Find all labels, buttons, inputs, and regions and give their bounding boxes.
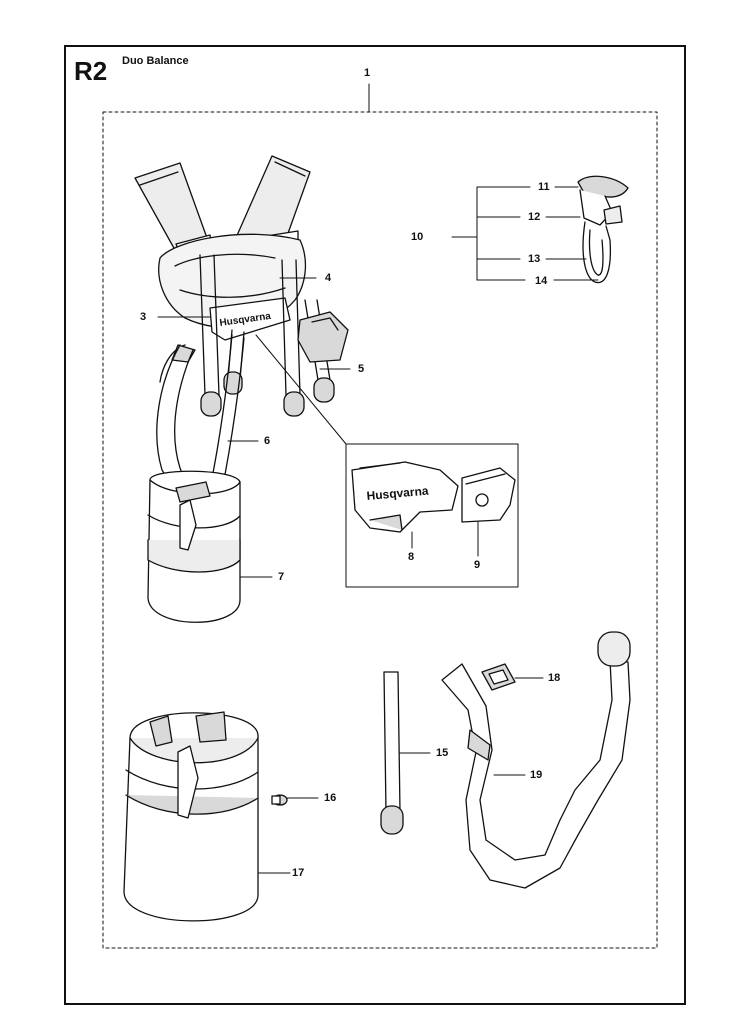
bag-7-illustration xyxy=(147,470,241,623)
callout-3: 3 xyxy=(140,311,147,323)
callout-7: 7 xyxy=(278,571,285,583)
buckle-18-illustration xyxy=(481,663,516,691)
screw-16-illustration xyxy=(271,794,288,806)
callout-9: 9 xyxy=(474,559,481,571)
bag-17-illustration xyxy=(123,711,259,922)
callout-8: 8 xyxy=(408,551,415,563)
callout-11: 11 xyxy=(538,181,550,193)
callout-14: 14 xyxy=(535,275,548,287)
callout-6: 6 xyxy=(264,435,271,447)
callout-4: 4 xyxy=(325,272,332,284)
strap-15-illustration xyxy=(380,671,404,835)
strap-19-illustration xyxy=(441,631,631,889)
callout-15: 15 xyxy=(436,747,449,759)
brand-label-plate: Husqvarna xyxy=(366,484,429,503)
callout-10: 10 xyxy=(411,231,424,243)
callout-1: 1 xyxy=(364,67,371,79)
front-plate-8-illustration xyxy=(351,461,459,533)
callout-18: 18 xyxy=(548,672,561,684)
callout-19: 19 xyxy=(530,769,543,781)
hip-pad-9-illustration xyxy=(461,467,516,523)
callout-12: 12 xyxy=(528,211,541,223)
callout-17: 17 xyxy=(292,867,305,879)
diagram-frame xyxy=(64,45,686,1005)
diagram-title: Duo Balance xyxy=(122,55,189,67)
diagram-code: R2 xyxy=(74,56,108,86)
detail-leader xyxy=(255,334,347,445)
harness-illustration xyxy=(134,155,349,491)
callout-13: 13 xyxy=(528,253,541,265)
carabiner-leaders xyxy=(451,186,599,281)
carabiner-illustration xyxy=(577,175,629,284)
callout-5: 5 xyxy=(358,363,365,375)
callout-16: 16 xyxy=(324,792,337,804)
assembly-boundary xyxy=(102,111,658,949)
detail-box xyxy=(345,443,519,588)
